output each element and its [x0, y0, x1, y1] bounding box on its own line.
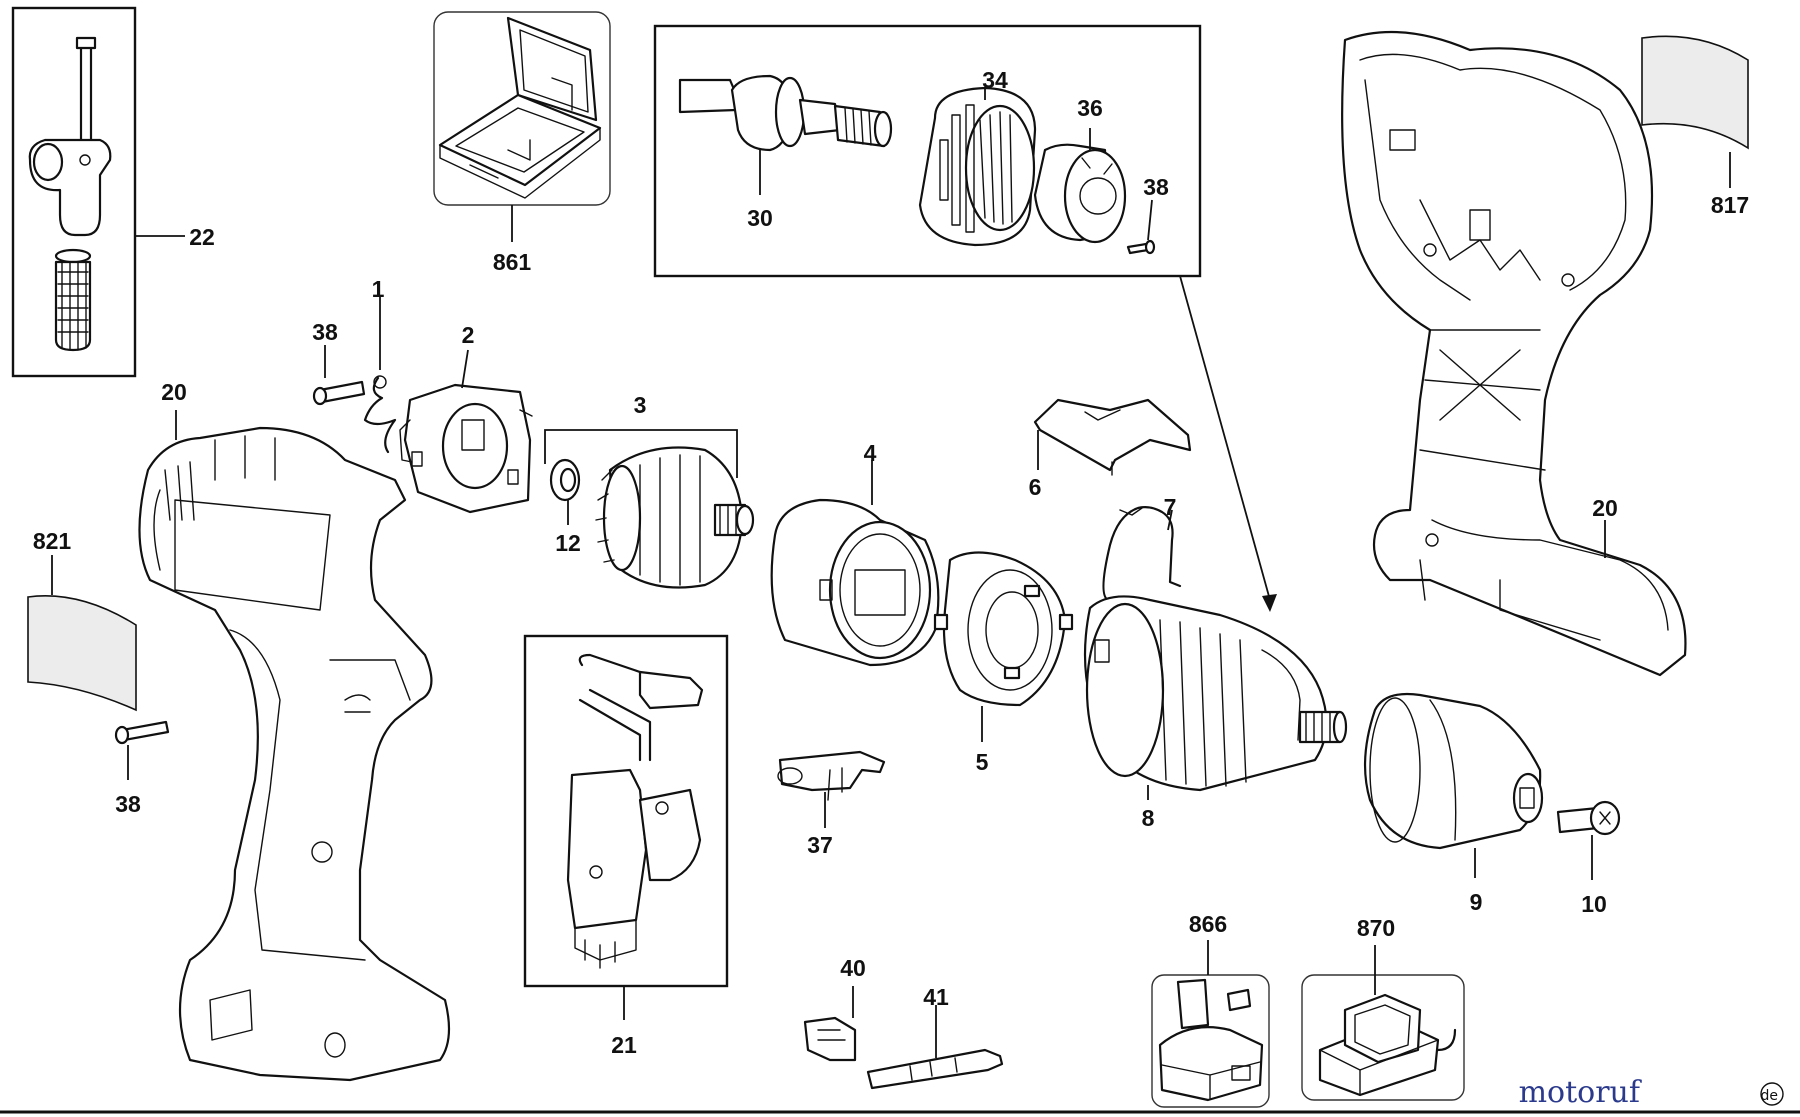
label-12: 12: [555, 530, 581, 556]
shift-ring-5: [933, 551, 1074, 742]
side-handle-assembly: [11, 6, 185, 378]
label-41: 41: [923, 984, 949, 1010]
gear-housing-4: [770, 460, 940, 667]
label-1: 1: [372, 276, 385, 302]
battery-frame: [1151, 974, 1270, 1108]
label-38-box: 38: [1143, 174, 1169, 200]
housing-label-area: [174, 499, 331, 611]
label-4: 4: [864, 440, 877, 466]
motor-3: [544, 429, 755, 589]
forward-reverse-slider-22: [777, 750, 886, 828]
watermark-suffix: de: [1761, 1088, 1779, 1104]
label-38-left: 38: [115, 791, 141, 817]
part-number-labels: 22 861 30 34 36 38 817 38 1 2 3 20 4 6 7…: [33, 67, 1749, 1058]
retaining-clip-1: [363, 296, 397, 454]
label-2: 2: [462, 322, 475, 348]
screw-38-left: [114, 720, 170, 780]
label-10: 10: [1581, 891, 1607, 917]
label-22: 37: [807, 832, 833, 858]
spindle: [678, 74, 893, 195]
screw-38-box: [1126, 199, 1156, 255]
label-861: 861: [493, 249, 532, 275]
label-37: 36: [1077, 95, 1103, 121]
label-7: 7: [1164, 494, 1177, 520]
label-821: [27, 555, 137, 712]
gearbox-8: [1083, 595, 1348, 800]
shift-cover-6: [1033, 398, 1192, 476]
battery-charger: [1301, 945, 1465, 1101]
spring-7: [1102, 506, 1182, 602]
bearing-12: [549, 458, 581, 525]
label-5: 5: [976, 749, 989, 775]
label-8: 8: [1142, 805, 1155, 831]
label-20-left: 20: [161, 379, 187, 405]
brush-plate-2: [399, 349, 533, 514]
watermark-text: motoruf: [1519, 1075, 1642, 1110]
screw-38-top: [312, 345, 366, 406]
label-40: 40: [840, 955, 866, 981]
ring-gear-36: [918, 86, 1037, 247]
battery-pack: [1151, 940, 1270, 1108]
label-30: 22: [189, 224, 215, 250]
label-36: 34: [982, 67, 1008, 93]
bushing-37: [1033, 128, 1127, 244]
label-821: 821: [33, 528, 72, 554]
carry-case-frame: [433, 11, 611, 206]
label-817: 817: [1711, 192, 1749, 218]
chuck-screw-10: [1556, 800, 1621, 880]
side-handle-frame: [11, 6, 137, 378]
label-870: 870: [1357, 915, 1395, 941]
label-20-right: 20: [1592, 495, 1618, 521]
switch-assembly-21: [523, 634, 729, 1020]
bit-clip-40: [803, 986, 857, 1062]
label-34: 30: [747, 205, 773, 231]
housing-half-left: [138, 410, 451, 1082]
assembly-arrow-head: [1262, 594, 1277, 612]
switch-assembly-frame: [523, 634, 729, 988]
label-817: [1641, 35, 1749, 188]
screwdriver-bit-41: [866, 1005, 1004, 1090]
label-6: 6: [1029, 474, 1042, 500]
spindle-assembly: [653, 24, 1277, 612]
label-21: 21: [611, 1032, 637, 1058]
carry-case-lid: [506, 16, 598, 122]
side-handle-grip: [54, 260, 92, 352]
housing-half-right: [1341, 30, 1687, 677]
label-9: 9: [1470, 889, 1483, 915]
label-38-top: 38: [312, 319, 338, 345]
label-866: 866: [1189, 911, 1227, 937]
charger-frame: [1301, 974, 1465, 1101]
spindle-assembly-frame: [653, 24, 1202, 278]
side-handle-rod: [79, 38, 93, 152]
watermark: motoruf de: [1519, 1075, 1784, 1110]
carry-case: [433, 11, 611, 242]
label-3: 3: [634, 392, 647, 418]
chuck-9: [1363, 692, 1544, 878]
